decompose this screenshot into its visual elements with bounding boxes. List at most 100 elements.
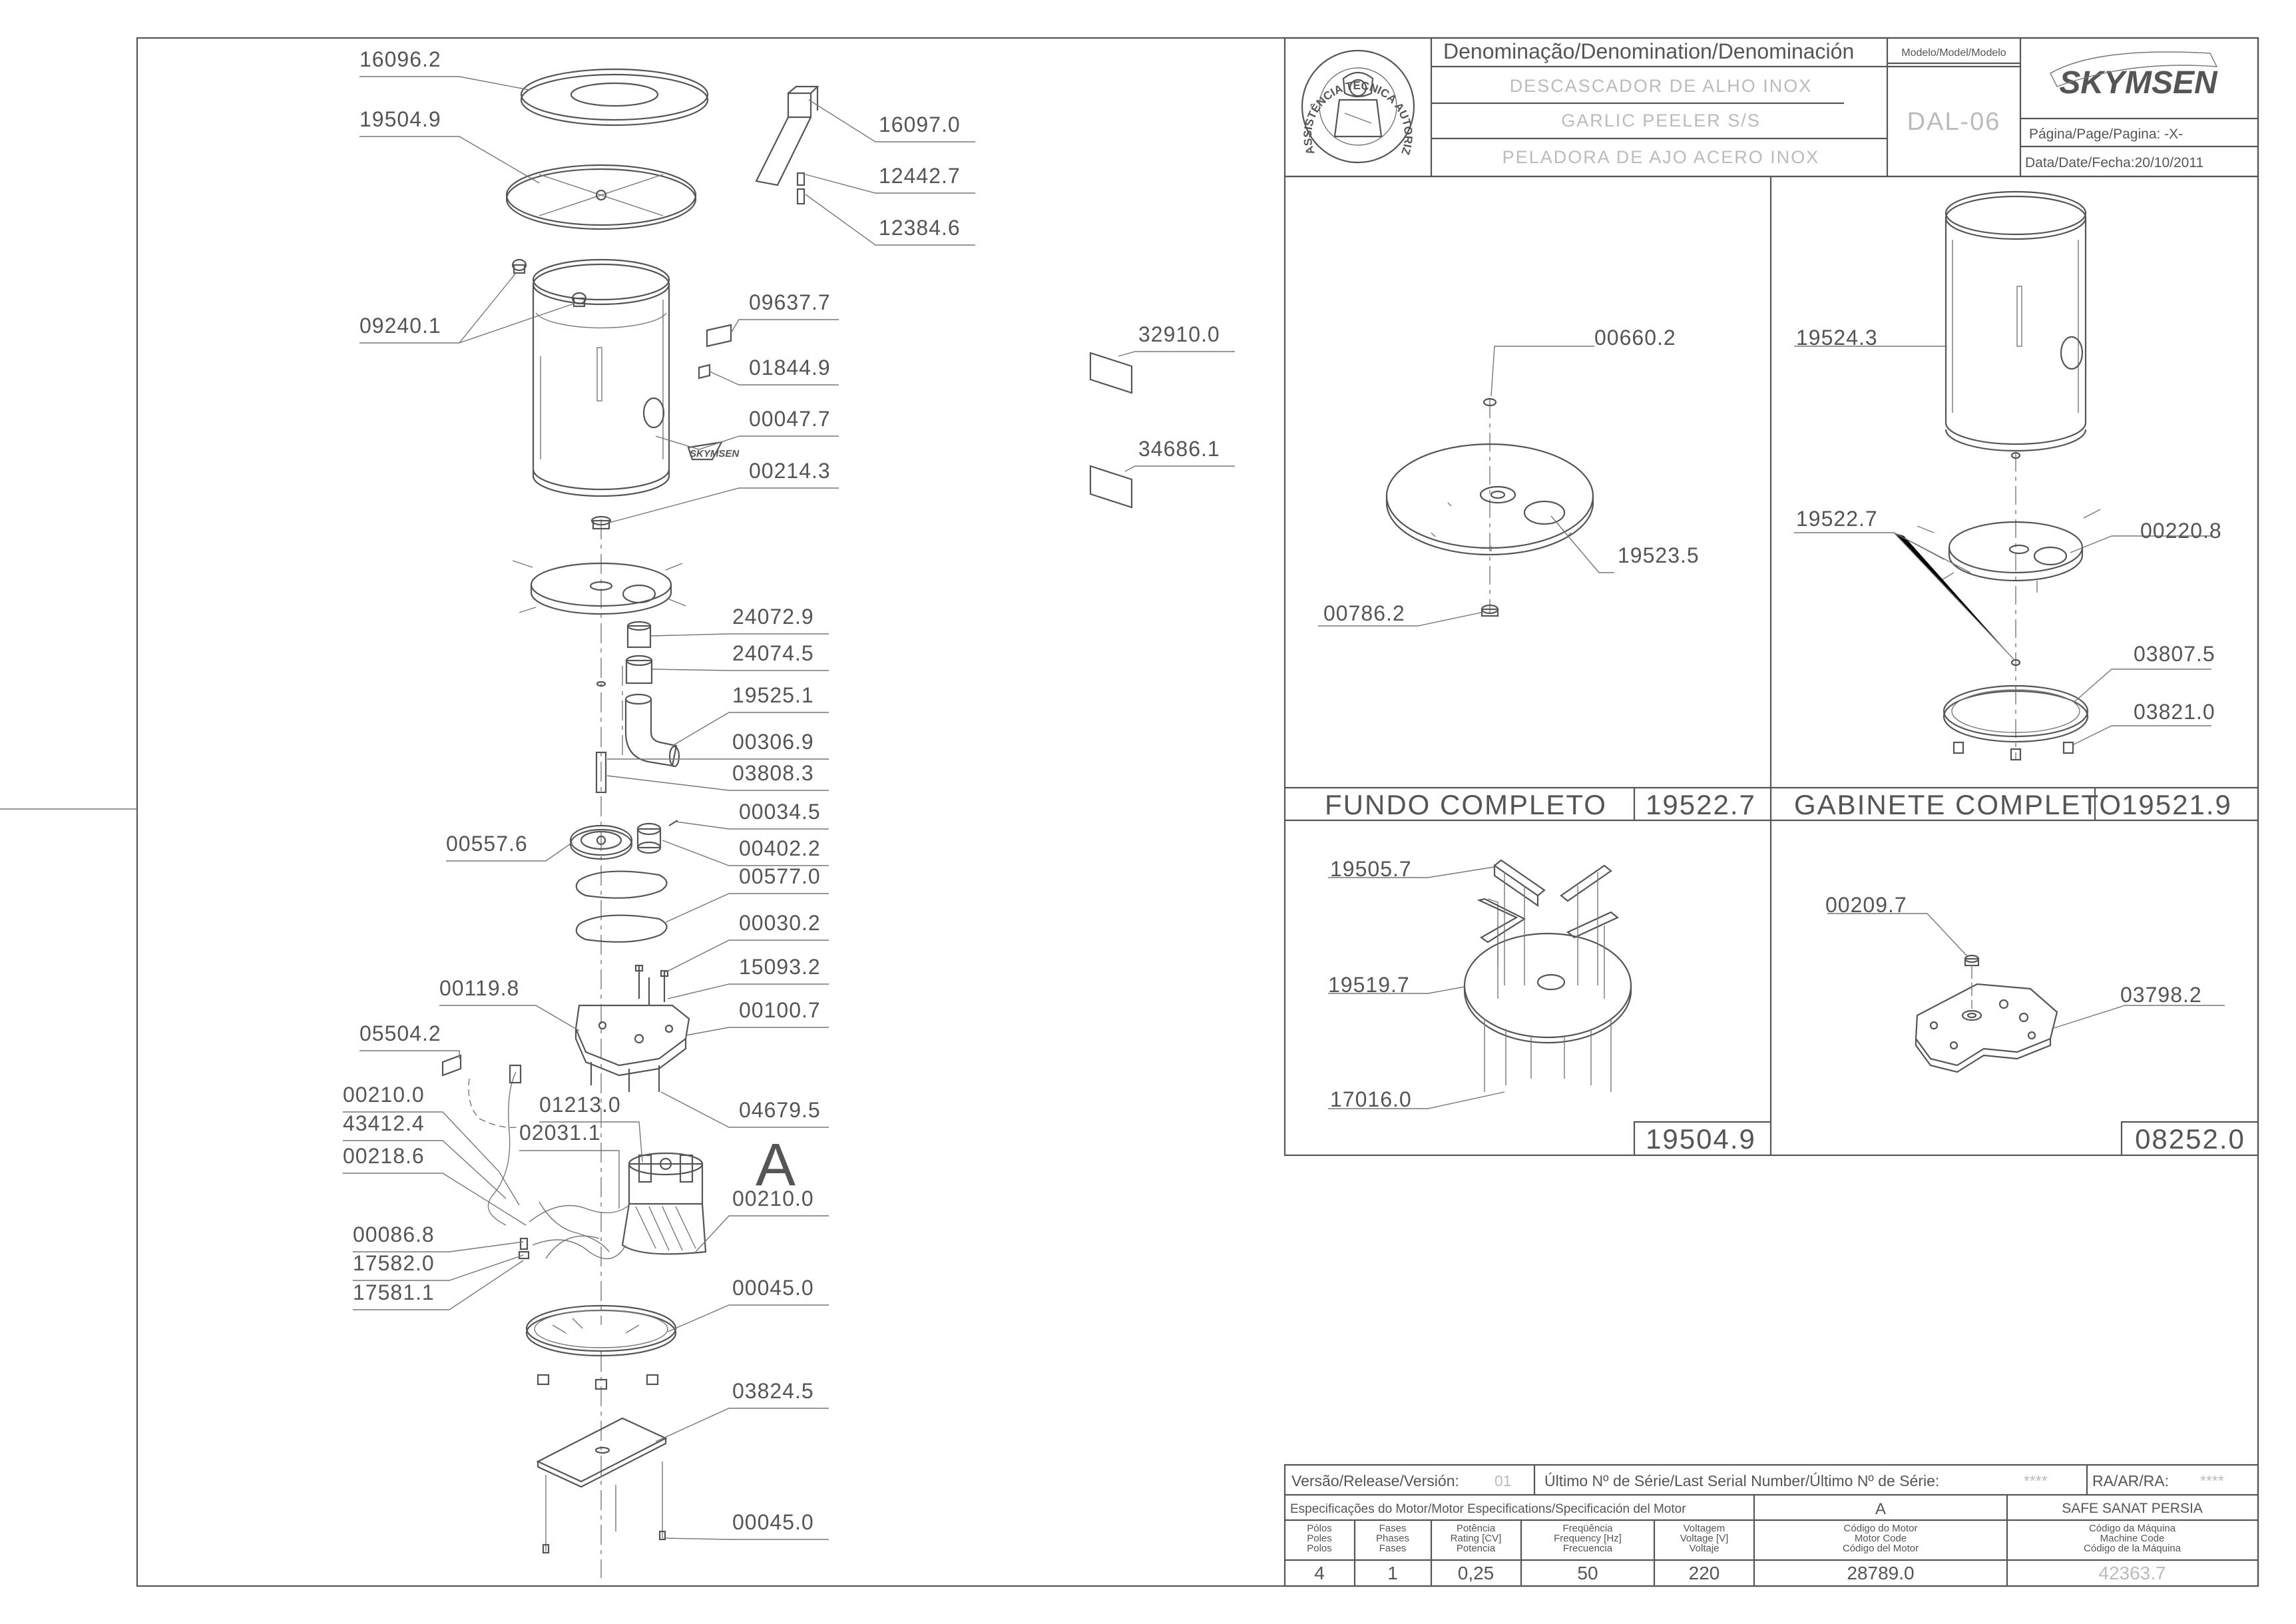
part-label-l12: 17581.1 — [353, 1280, 435, 1304]
part-label-17016: 17016.0 — [1330, 1087, 1412, 1111]
part-label-19505: 19505.7 — [1330, 857, 1412, 881]
part-label-r2: 12442.7 — [879, 164, 961, 188]
spec-header-5-2: Código del Motor — [1843, 1543, 1919, 1554]
spec-header-5-0: Código do Motor — [1844, 1523, 1918, 1534]
model-code: DAL-06 — [1907, 108, 2001, 136]
part-label-00220: 00220.8 — [2140, 519, 2222, 543]
version-label: Versão/Release/Versión: — [1291, 1472, 1459, 1489]
spec-value-5: 28789.0 — [1847, 1563, 1914, 1583]
denomination-header: Denominação/Denomination/Denominación — [1443, 39, 1854, 63]
part-label-19524: 19524.3 — [1796, 326, 1878, 350]
part-label-r7: 00214.3 — [749, 459, 831, 483]
part-label-r13: 00034.5 — [739, 800, 821, 824]
part-label-r16: 00030.2 — [739, 911, 821, 935]
page-label: Página/Page/Pagina: -X- — [2029, 127, 2183, 142]
exploded-view: SKYMSEN — [441, 68, 819, 1578]
part-label-r10: 19525.1 — [732, 683, 814, 707]
spec-value-2: 0,25 — [1458, 1563, 1494, 1583]
product-name-pt: DESCASCADOR DE ALHO INOX — [1510, 76, 1813, 96]
label-plate-34686 — [1089, 465, 1133, 509]
plate-drawing — [1827, 913, 2225, 1073]
spec-header-0-2: Polos — [1307, 1543, 1332, 1554]
part-label-r4: 09637.7 — [749, 290, 831, 314]
part-label-03798: 03798.2 — [2120, 983, 2202, 1007]
spec-header-3-0: Freqüência — [1562, 1523, 1613, 1534]
spec-header-6-0: Código da Máquina — [2089, 1523, 2176, 1534]
specification-block — [1283, 1464, 2259, 1587]
part-label-r11: 00306.9 — [732, 730, 814, 754]
spec-header-4-0: Voltagem — [1684, 1523, 1725, 1534]
part-label-l5: 00119.8 — [439, 976, 519, 1000]
motor-letter: A — [1875, 1500, 1886, 1518]
part-label-l8: 43412.4 — [343, 1111, 425, 1135]
svg-text:SKYMSEN: SKYMSEN — [690, 448, 740, 459]
part-label-00660: 00660.2 — [1594, 326, 1676, 350]
part-label-r6: 00047.7 — [749, 407, 831, 431]
detail-panels — [1283, 175, 2259, 1157]
spec-header-2-2: Potencia — [1457, 1543, 1496, 1554]
part-label-r14: 00402.2 — [739, 836, 821, 860]
part-label-r1: 16097.0 — [879, 113, 961, 136]
part-label-r12: 03808.3 — [732, 761, 814, 785]
part-label-r19: 04679.5 — [739, 1098, 821, 1122]
spec-value-0: 4 — [1314, 1563, 1325, 1583]
frame-code: 19504.9 — [1646, 1123, 1756, 1155]
spec-column-headers: PólosPolesPolosFasesPhasesFasesPotênciaR… — [1307, 1523, 2181, 1554]
date-label: Data/Date/Fecha:20/10/2011 — [2025, 155, 2203, 170]
part-label-19519: 19519.7 — [1328, 973, 1410, 997]
ra-value: **** — [2200, 1472, 2224, 1489]
spec-header-3-2: Frecuencia — [1563, 1543, 1613, 1554]
part-label-l3: 09240.1 — [359, 314, 441, 338]
spec-header-6-1: Machine Code — [2100, 1533, 2165, 1544]
brand-logo: SKYMSEN — [2059, 65, 2218, 101]
fundo-code: 19522.7 — [1646, 789, 1756, 820]
part-label-03807: 03807.5 — [2134, 642, 2215, 666]
part-label-r23: 00045.0 — [732, 1510, 814, 1534]
part-label-r9: 24074.5 — [732, 641, 814, 665]
part-label-r22: 03824.5 — [732, 1379, 814, 1403]
gabinete-code: 19521.9 — [2122, 789, 2232, 820]
part-label-r24: 32910.0 — [1138, 322, 1220, 346]
part-label-r15: 00577.0 — [739, 864, 821, 888]
part-label-19522: 19522.7 — [1796, 507, 1878, 531]
serial-value: **** — [2024, 1472, 2048, 1489]
part-label-l4: 00557.6 — [446, 832, 528, 856]
left-part-labels: 16096.219504.909240.100557.600119.805504… — [343, 47, 621, 1304]
spec-value-3: 50 — [1577, 1563, 1598, 1583]
frame-drawing — [1328, 859, 1632, 1109]
part-label-l11: 17582.0 — [353, 1251, 435, 1275]
spec-header-1-0: Fases — [1379, 1523, 1407, 1534]
customer-name: SAFE SANAT PERSIA — [2062, 1501, 2203, 1516]
motor-spec-label: Especificações do Motor/Motor Especifica… — [1290, 1502, 1686, 1516]
spec-header-2-0: Potência — [1457, 1523, 1496, 1534]
serial-label: Último Nº de Série/Last Serial Number/Úl… — [1544, 1472, 1939, 1489]
spec-header-3-1: Frequency [Hz] — [1554, 1533, 1622, 1544]
part-label-r8: 24072.9 — [732, 605, 814, 629]
spec-header-4-2: Voltaje — [1689, 1543, 1719, 1554]
part-label-r21: 00045.0 — [732, 1276, 814, 1300]
part-label-00209: 00209.7 — [1825, 893, 1907, 917]
spec-header-0-1: Poles — [1307, 1533, 1332, 1544]
gabinete-title: GABINETE COMPLETO — [1794, 789, 2122, 820]
ra-label: RA/AR/RA: — [2092, 1472, 2169, 1489]
motor-section-letter: A — [756, 1132, 796, 1199]
part-label-l1: 16096.2 — [359, 47, 441, 71]
title-block: ASSISTÊNCIA TÉCNICA AUTORIZADA Denominaç… — [0, 0, 2259, 178]
part-label-r5: 01844.9 — [749, 356, 831, 380]
spec-value-6: 42363.7 — [2098, 1563, 2166, 1583]
spec-header-4-1: Voltage [V] — [1680, 1533, 1729, 1544]
part-label-l6: 05504.2 — [359, 1021, 441, 1045]
spec-header-0-0: Pólos — [1307, 1523, 1332, 1534]
product-name-es: PELADORA DE AJO ACERO INOX — [1502, 147, 1820, 167]
leader-lines-right — [606, 99, 1235, 1540]
spec-header-2-1: Rating [CV] — [1451, 1533, 1502, 1544]
label-plate-32910 — [1089, 352, 1133, 394]
part-label-03821: 03821.0 — [2134, 700, 2215, 724]
part-label-r3: 12384.6 — [879, 216, 961, 240]
fundo-drawing — [1318, 346, 1614, 627]
product-name-en: GARLIC PEELER S/S — [1561, 111, 1761, 131]
model-header: Modelo/Model/Modelo — [1901, 47, 2006, 59]
part-label-l14: 01213.0 — [539, 1093, 621, 1117]
